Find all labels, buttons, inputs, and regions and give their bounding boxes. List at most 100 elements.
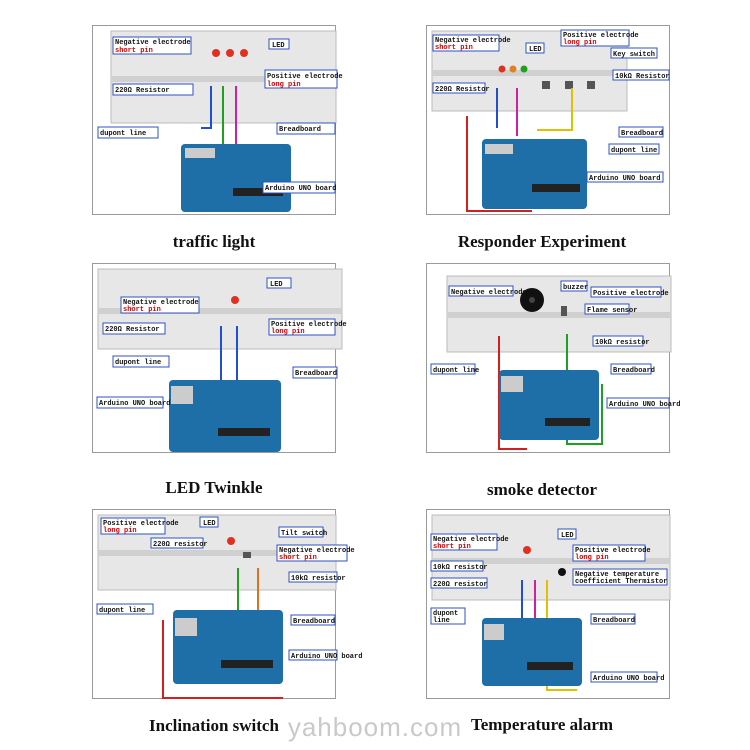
label-board: Arduino UNO board (291, 653, 362, 661)
label-board: Arduino UNO board (609, 401, 680, 409)
label-resistor10k: 10kΩ Resistor (615, 73, 670, 81)
wire (498, 336, 527, 450)
label-box (430, 577, 488, 589)
led-icon (520, 65, 528, 73)
led-icon (509, 65, 517, 73)
chip (218, 428, 270, 436)
chip (532, 184, 580, 192)
label-dupont: dupont line (433, 367, 479, 375)
label-box (430, 560, 484, 572)
label-box (560, 29, 630, 47)
key-switch-icon (565, 81, 573, 89)
panel-responder-experiment: Negative electrode short pin Positive el… (426, 25, 670, 215)
caption: Responder Experiment (457, 232, 627, 251)
label-box (608, 143, 660, 155)
label-breadboard: Breadboard (279, 126, 321, 134)
label-box (590, 286, 662, 298)
label-resistor: 220Ω resistor (433, 581, 488, 589)
label-box (199, 516, 219, 528)
label-negative-sub: short pin (433, 543, 471, 551)
chip (233, 188, 283, 196)
label-box (590, 671, 658, 683)
led-icon (240, 49, 248, 57)
breadboard-divider (98, 550, 336, 556)
label-negative-sub: short pin (115, 47, 153, 55)
label-dupont: dupont line (115, 359, 161, 367)
label-resistor: 220Ω Resistor (115, 87, 170, 95)
label-box (610, 47, 658, 59)
label-box (525, 42, 545, 54)
usb-port (171, 386, 193, 404)
led-icon (523, 546, 531, 554)
label-negative-sub: short pin (279, 554, 317, 562)
label-positive: Positive electrode (103, 520, 179, 528)
label-box (430, 607, 466, 625)
label-box (96, 396, 164, 409)
usb-port (501, 376, 523, 392)
label-dupont: dupont line (100, 130, 146, 138)
caption: Temperature alarm (470, 715, 614, 734)
label-box (432, 82, 486, 94)
circuit-diagram: Positive electrode long pin LED Tilt swi… (96, 514, 362, 699)
label-box (97, 126, 159, 139)
label-box (102, 322, 166, 335)
label-negative-sub: short pin (435, 44, 473, 52)
label-breadboard: Breadboard (593, 617, 635, 625)
panel-traffic-light: Negative electrode short pin LED Positiv… (92, 25, 343, 215)
label-negative: Negative electrode (433, 536, 509, 544)
buzzer-center (529, 297, 535, 303)
label-box (120, 296, 200, 314)
label-dupont-sub: line (433, 617, 450, 625)
label-board: Arduino UNO board (589, 175, 660, 183)
label-thermistor-sub: coefficient Thermistor (575, 578, 667, 586)
led-icon (498, 65, 506, 73)
key-switch-icon (587, 81, 595, 89)
circuit-diagram: Negative electrode short pin LED Positiv… (430, 514, 671, 691)
label-breadboard: Breadboard (613, 367, 655, 375)
led-icon (227, 537, 235, 545)
label-led: LED (561, 532, 574, 540)
wire (466, 116, 532, 212)
breadboard-divider (111, 76, 336, 82)
usb-port (175, 618, 197, 636)
circuit-diagram: Negative electrode buzzer Positive elect… (430, 275, 680, 450)
label-negative: Negative electrode (451, 289, 527, 297)
label-box (430, 363, 476, 375)
label-box (276, 122, 336, 135)
watermark: yahboom.com (287, 712, 463, 742)
label-flame: Flame sensor (587, 307, 637, 315)
label-breadboard: Breadboard (621, 130, 663, 138)
label-box (150, 537, 204, 549)
label-box (590, 613, 636, 625)
tilt-switch-icon (243, 552, 251, 558)
thermistor-icon (558, 568, 566, 576)
label-negative: Negative electrode (279, 547, 355, 555)
label-positive: Positive electrode (267, 73, 343, 81)
label-negative: Negative electrode (115, 39, 191, 47)
label-resistor: 220Ω Resistor (435, 86, 490, 94)
label-positive-sub: long pin (271, 328, 305, 336)
label-box (112, 36, 192, 55)
label-resistor: 220Ω Resistor (105, 326, 160, 334)
label-box (592, 335, 644, 347)
label-board: Arduino UNO board (593, 675, 664, 683)
label-positive-sub: long pin (267, 81, 301, 89)
breadboard-divider (432, 70, 627, 76)
label-positive: Positive electrode (593, 290, 669, 298)
panel-smoke-detector: Negative electrode buzzer Positive elect… (426, 263, 680, 453)
label-box (292, 366, 338, 379)
label-board: Arduino UNO board (265, 185, 336, 193)
label-board: Arduino UNO board (99, 400, 170, 408)
label-box (276, 544, 348, 562)
label-dupont: dupont line (611, 147, 657, 155)
chip (545, 418, 590, 426)
label-box (112, 355, 170, 368)
usb-port (484, 624, 504, 640)
label-positive-sub: long pin (575, 554, 609, 562)
label-box (572, 568, 668, 586)
label-box (268, 318, 336, 336)
usb-port (185, 148, 215, 158)
label-box (262, 181, 336, 194)
label-resistor10k: 10kΩ resistor (291, 575, 346, 583)
label-negative-sub: short pin (123, 306, 161, 314)
